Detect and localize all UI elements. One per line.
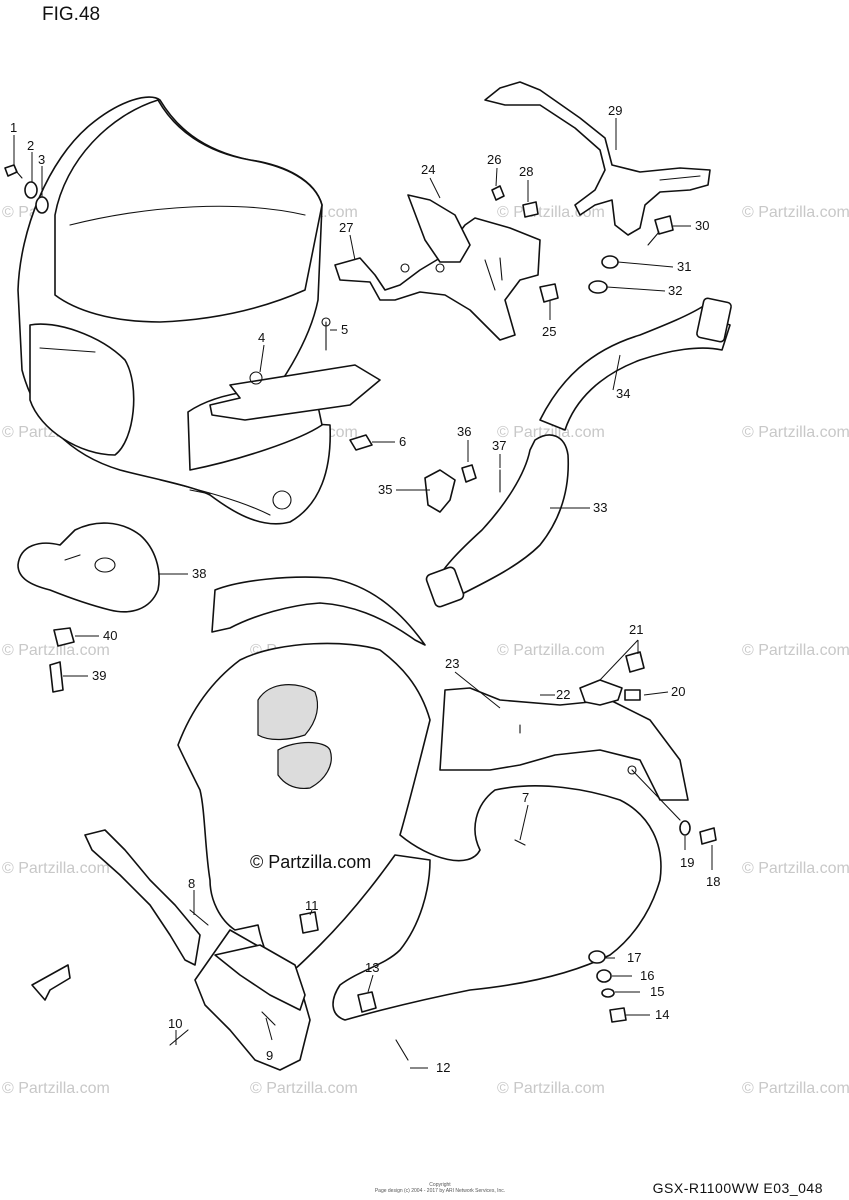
watermark: © Partzilla.com xyxy=(742,204,849,221)
callout-10[interactable]: 10 xyxy=(168,1016,182,1031)
callout-14[interactable]: 14 xyxy=(655,1007,669,1022)
callout-21[interactable]: 21 xyxy=(629,622,643,637)
callout-37[interactable]: 37 xyxy=(492,438,506,453)
inner-cowl-bracket[interactable] xyxy=(209,317,381,451)
front-direction-arrow-icon xyxy=(31,964,71,1001)
figure-label: FIG.48 xyxy=(42,4,101,25)
callout-33[interactable]: 33 xyxy=(593,500,607,515)
callout-16[interactable]: 16 xyxy=(640,968,654,983)
callout-13[interactable]: 13 xyxy=(365,960,379,975)
callout-4[interactable]: 4 xyxy=(258,330,265,345)
watermark: © Partzilla.com xyxy=(2,642,110,659)
callout-25[interactable]: 25 xyxy=(542,324,556,339)
callout-11[interactable]: 11 xyxy=(305,898,319,913)
mirror-brace-29[interactable] xyxy=(484,81,711,236)
callout-23[interactable]: 23 xyxy=(445,656,459,671)
watermark: © Partzilla.com xyxy=(497,1080,605,1097)
footer-fine-print: Copyright Page design (c) 2004 - 2017 by… xyxy=(340,1182,540,1194)
fine-print-line-1: Copyright xyxy=(429,1182,451,1188)
lower-cowl-pieces[interactable] xyxy=(84,829,526,1071)
callout-34[interactable]: 34 xyxy=(616,386,630,401)
fine-print-line-2: Page design (c) 2004 - 2017 by ARI Netwo… xyxy=(374,1188,506,1194)
watermark: © Partzilla.com xyxy=(742,1080,849,1097)
callout-17[interactable]: 17 xyxy=(627,950,641,965)
callout-24[interactable]: 24 xyxy=(421,162,435,177)
side-cowling[interactable] xyxy=(177,576,717,1021)
inner-panel-38[interactable] xyxy=(17,522,160,693)
callout-labels: 1234567891011121314151617181920212223242… xyxy=(10,103,720,1075)
air-duct-34[interactable] xyxy=(539,297,732,431)
callout-12[interactable]: 12 xyxy=(436,1060,450,1075)
callout-36[interactable]: 36 xyxy=(457,424,471,439)
watermark: © Partzilla.com xyxy=(497,424,605,441)
windscreen-fasteners[interactable] xyxy=(4,164,49,214)
callout-29[interactable]: 29 xyxy=(608,103,622,118)
model-code: GSX-R1100WW E03_048 xyxy=(652,1180,823,1196)
callout-19[interactable]: 19 xyxy=(680,855,694,870)
callout-5[interactable]: 5 xyxy=(341,322,348,337)
callout-1[interactable]: 1 xyxy=(10,120,17,135)
watermark: © Partzilla.com xyxy=(2,860,110,877)
callout-7[interactable]: 7 xyxy=(522,790,529,805)
upper-cowling[interactable] xyxy=(17,96,331,525)
callout-30[interactable]: 30 xyxy=(695,218,709,233)
callout-9[interactable]: 9 xyxy=(266,1048,273,1063)
callout-6[interactable]: 6 xyxy=(399,434,406,449)
callout-20[interactable]: 20 xyxy=(671,684,685,699)
callout-31[interactable]: 31 xyxy=(677,259,691,274)
partzilla-copyright: © Partzilla.com xyxy=(250,852,371,872)
callout-38[interactable]: 38 xyxy=(192,566,206,581)
fasteners-14-17[interactable] xyxy=(588,950,627,1023)
callout-40[interactable]: 40 xyxy=(103,628,117,643)
callout-3[interactable]: 3 xyxy=(38,152,45,167)
callout-32[interactable]: 32 xyxy=(668,283,682,298)
watermark: © Partzilla.com xyxy=(2,1080,110,1097)
watermark: © Partzilla.com xyxy=(742,860,849,877)
fasteners-25-26-28-30-31-32[interactable] xyxy=(491,185,674,303)
watermark: © Partzilla.com xyxy=(742,424,849,441)
callout-28[interactable]: 28 xyxy=(519,164,533,179)
callout-2[interactable]: 2 xyxy=(27,138,34,153)
callout-35[interactable]: 35 xyxy=(378,482,392,497)
air-duct-33[interactable] xyxy=(424,434,570,608)
cowling-brace[interactable] xyxy=(334,194,541,341)
callout-15[interactable]: 15 xyxy=(650,984,664,999)
watermark: © Partzilla.com xyxy=(497,642,605,659)
callout-18[interactable]: 18 xyxy=(706,874,720,889)
watermark: © Partzilla.com xyxy=(250,1080,358,1097)
callout-26[interactable]: 26 xyxy=(487,152,501,167)
leader-lines xyxy=(13,118,713,1069)
watermark: © Partzilla.com xyxy=(742,642,849,659)
callout-27[interactable]: 27 xyxy=(339,220,353,235)
callout-39[interactable]: 39 xyxy=(92,668,106,683)
callout-8[interactable]: 8 xyxy=(188,876,195,891)
callout-22[interactable]: 22 xyxy=(556,687,570,702)
